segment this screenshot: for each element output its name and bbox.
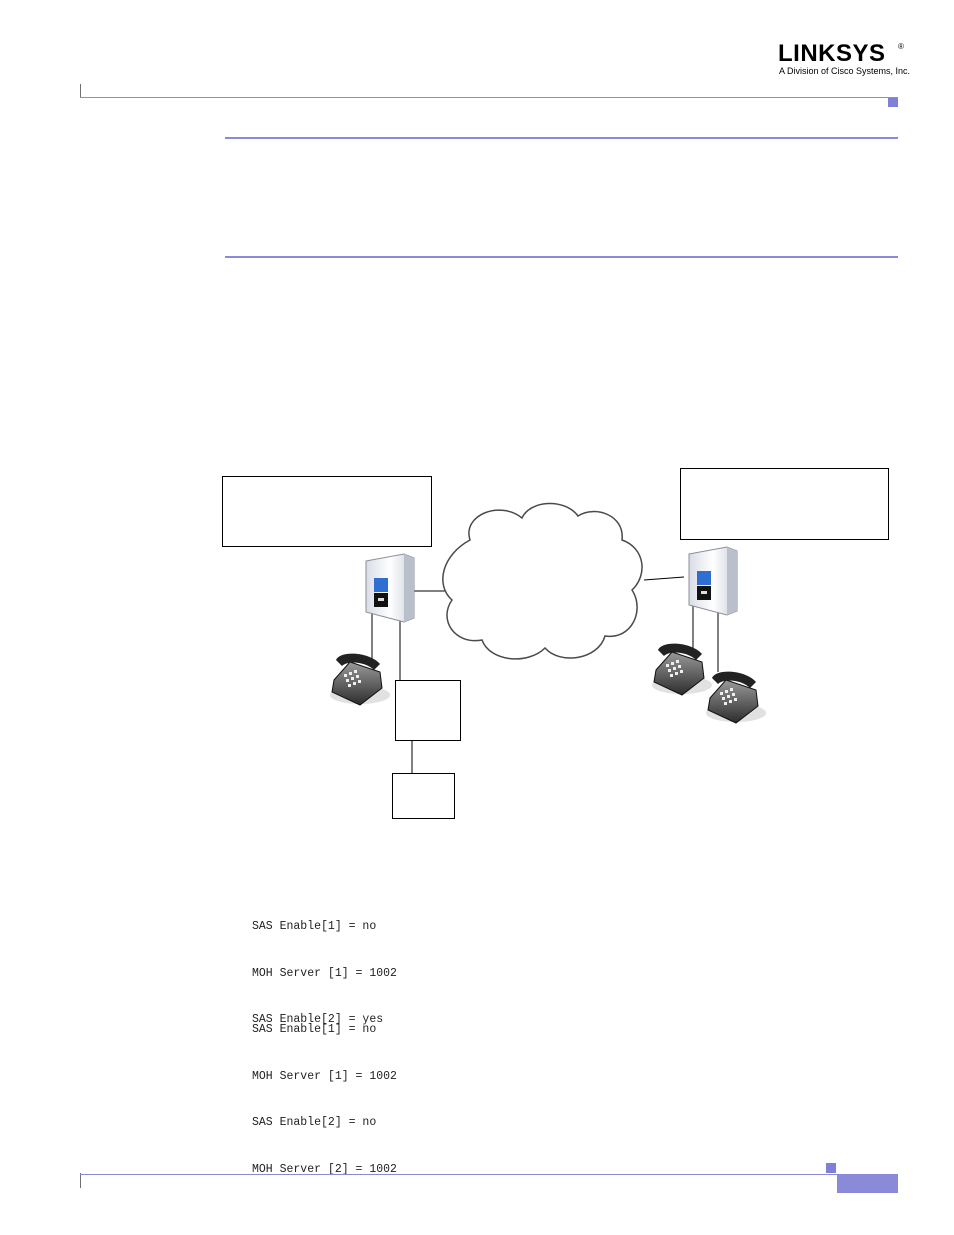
moh-box [392,773,455,819]
config-block-1: SAS Enable[1] = no MOH Server [1] = 1002… [252,888,397,1043]
gateway-device-icon [365,553,415,623]
gateway-device-icon [688,546,738,616]
config-line: SAS Enable[2] = no [252,1116,377,1129]
config-block-2: SAS Enable[1] = no MOH Server [1] = 1002… [252,991,397,1193]
footer-marker [826,1163,836,1173]
telephone-icon [330,653,390,706]
cloud-to-right-device-line [643,576,685,581]
config-line: MOH Server [1] = 1002 [252,966,397,980]
config-line: SAS Enable[2] = yes [252,1013,384,1026]
telephone-icon [652,643,712,696]
footer-vertical-rule [80,1173,81,1188]
footer-page-tab [837,1175,898,1193]
cloud-icon [442,502,643,660]
left-label-box [222,476,432,547]
header-rule [80,97,898,98]
right-label-box [680,468,889,540]
config-line: MOH Server [2] = 1002 [252,1162,397,1176]
config-line: SAS Enable[1] = no [252,920,377,933]
linksys-logo: LINKSYS [778,40,886,67]
registered-mark: ® [898,42,904,51]
header-vertical-rule [80,84,81,98]
footer-rule [80,1174,898,1175]
telephone-icon [706,671,766,724]
config-line: MOH Server [1] = 1002 [252,1069,397,1083]
bridge-box [395,680,461,741]
logo-tagline: A Division of Cisco Systems, Inc. [779,66,911,76]
header-marker [888,98,898,107]
config-line: SAS Enable[1] = no [252,1023,377,1036]
section-rule-bottom [225,256,898,258]
section-rule-top [225,137,898,139]
